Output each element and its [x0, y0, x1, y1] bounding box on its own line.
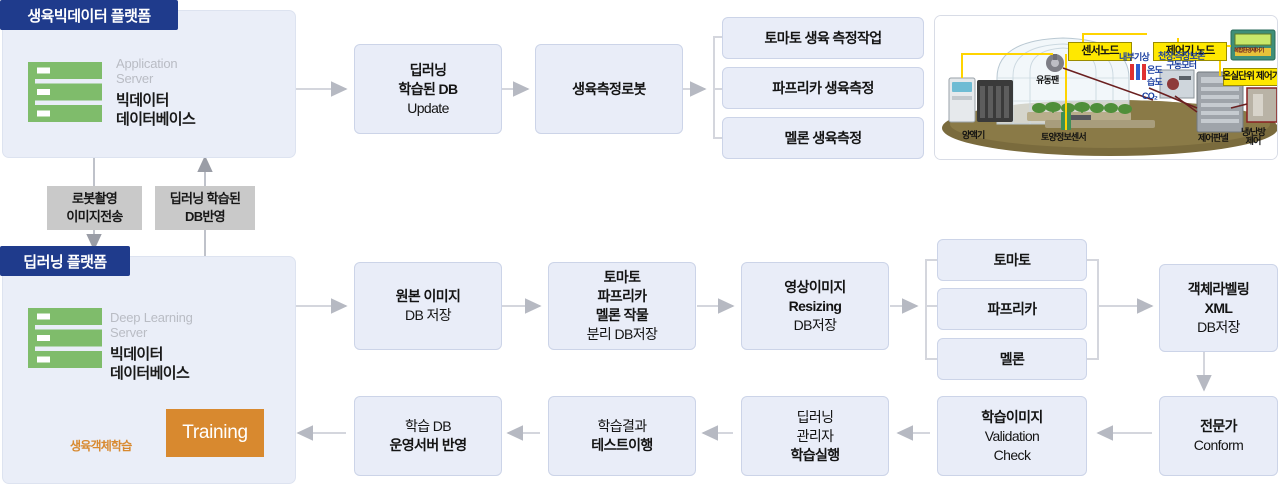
bigdata-server-role-line2: Server [116, 71, 154, 86]
gh-text-hvac-control: 냉/난방 제어 [1241, 127, 1266, 147]
process-melon[interactable]: 멜론 [937, 338, 1087, 380]
greenhouse-system-photo: 센서노드 제어기 노드 온실단위 제어기 내부기상 천장.측창보온 구동모터 온… [934, 15, 1278, 160]
gh-text-humidity: 습도 [1147, 77, 1163, 87]
process-tomato[interactable]: 토마토 [937, 239, 1087, 281]
label-robot-capture: 로봇촬영 이미지전송 [47, 186, 142, 230]
bigdata-server-name-line2: 데이터베이스 [116, 111, 196, 128]
gh-label-greenhouse-unit-controller: 온실단위 제어기 [1222, 68, 1277, 86]
process-crop-split-db-line4: 분리 DB저장 [586, 326, 658, 342]
gh-text-co2: CO₂ [1142, 91, 1158, 101]
process-validation-check-line2: Validation [984, 427, 1040, 444]
server-icon [28, 62, 102, 122]
process-tomato-line1: 토마토 [993, 251, 1031, 268]
process-expert-conform-line1: 전문가 [1200, 418, 1237, 434]
process-apply-to-server-line2: 운영서버 반영 [389, 437, 468, 453]
process-paprika[interactable]: 파프리카 [937, 288, 1087, 330]
gh-text-control-panel: 제어판넬 [1198, 133, 1229, 143]
process-apply-to-server-line1: 학습 DB [404, 418, 452, 434]
label-robot-capture-line2: 이미지전송 [66, 209, 123, 224]
process-validation-check[interactable]: 학습이미지 Validation Check [937, 396, 1087, 476]
process-crop-split-db-line1: 토마토 [603, 269, 641, 285]
server-icon [28, 308, 102, 368]
process-validation-check-line1: 학습이미지 [981, 408, 1043, 425]
gh-text-internal-weather: 내부기상 [1119, 52, 1150, 62]
process-object-labeling-xml-line1: 객체라벨링 [1187, 280, 1250, 297]
process-melon-measure-line1: 멜론 생육측정 [784, 129, 863, 146]
process-training-execute-line3: 학습실행 [790, 446, 840, 463]
process-training-execute-line2: 관리자 [796, 427, 834, 444]
process-crop-split-db-line3: 멜론 작물 [595, 307, 649, 323]
process-growth-robot[interactable]: 생육측정로봇 [535, 44, 683, 134]
process-object-labeling-xml-line3: DB저장 [1197, 318, 1240, 335]
deeplearning-server-name-line1: 빅데이터 [110, 346, 163, 363]
process-melon-line1: 멜론 [999, 350, 1025, 367]
process-expert-conform-line2: Conform [1193, 437, 1244, 453]
process-object-labeling-xml-line2: XML [1204, 299, 1233, 316]
gh-label-sensor-node: 센서노드 [1068, 42, 1132, 61]
process-paprika-line1: 파프리카 [987, 300, 1037, 317]
gh-text-circulation-fan: 유동팬 [1036, 75, 1059, 85]
training-box[interactable]: Training [166, 409, 264, 457]
process-image-resizing-line1: 영상이미지 [784, 278, 846, 295]
training-loop-label: 생육객체학습 [70, 439, 132, 453]
label-robot-capture-line1: 로봇촬영 [71, 191, 118, 206]
process-tomato-measure-line1: 토마토 생육 측정작업 [764, 29, 882, 46]
process-image-resizing[interactable]: 영상이미지 Resizing DB저장 [741, 262, 889, 350]
process-deep-db-update-line2: 학습된 DB [398, 80, 458, 97]
label-db-reflect: 딥러닝 학습된 DB반영 [155, 186, 255, 230]
deeplearning-server-icon-wrap [28, 308, 102, 368]
deeplearning-server-text: Deep Learning Server 빅데이터 데이터베이스 [110, 310, 290, 383]
process-crop-split-db-line2: 파프리카 [597, 288, 647, 304]
process-image-resizing-line3: DB저장 [793, 316, 837, 333]
gh-text-roof-side-insulation-motor: 천장.측창보온 구동모터 [1158, 51, 1205, 71]
process-original-image-db-line1: 원본 이미지 [395, 288, 461, 304]
panel-title-deeplearning-platform: 딥러닝 플랫폼 [0, 246, 130, 276]
process-paprika-measure-line1: 파프리카 생육측정 [772, 79, 874, 96]
process-test-run-line1: 학습결과 [597, 418, 647, 434]
process-paprika-measure[interactable]: 파프리카 생육측정 [722, 67, 924, 109]
gh-text-nutrient-supply: 양액기 [962, 130, 985, 140]
panel-title-bigdata-platform: 생육빅데이터 플랫폼 [0, 0, 178, 30]
greenhouse-illustration [935, 16, 1277, 159]
label-db-reflect-line1: 딥러닝 학습된 [169, 191, 241, 206]
process-training-execute-line1: 딥러닝 [796, 408, 834, 425]
bigdata-server-text: Application Server 빅데이터 데이터베이스 [116, 56, 286, 129]
gh-label-controller-node: 제어기 노드 [1153, 42, 1227, 61]
gh-text-soil-info-sensor: 토양정보센서 [1041, 132, 1087, 142]
process-growth-robot-line1: 생육측정로봇 [572, 80, 646, 97]
process-test-run[interactable]: 학습결과 테스트이행 [548, 396, 696, 476]
process-deep-db-update[interactable]: 딥러닝 학습된 DB Update [354, 44, 502, 134]
process-deep-db-update-line1: 딥러닝 [409, 61, 447, 78]
process-training-execute[interactable]: 딥러닝 관리자 학습실행 [741, 396, 889, 476]
process-object-labeling-xml[interactable]: 객체라벨링 XML DB저장 [1159, 264, 1278, 352]
process-melon-measure[interactable]: 멜론 생육측정 [722, 117, 924, 159]
process-image-resizing-line2: Resizing [788, 297, 842, 314]
bigdata-server-name-line1: 빅데이터 [116, 92, 169, 109]
process-tomato-measure[interactable]: 토마토 생육 측정작업 [722, 17, 924, 59]
deeplearning-server-role-line1: Deep Learning [110, 310, 193, 325]
process-crop-split-db[interactable]: 토마토 파프리카 멜론 작물 분리 DB저장 [548, 262, 696, 350]
process-original-image-db[interactable]: 원본 이미지 DB 저장 [354, 262, 502, 350]
bigdata-server-icon-wrap [28, 62, 102, 122]
process-apply-to-server[interactable]: 학습 DB 운영서버 반영 [354, 396, 502, 476]
label-db-reflect-line2: DB반영 [185, 209, 226, 224]
process-original-image-db-line2: DB 저장 [404, 307, 452, 323]
gh-text-temperature: 온도 [1147, 65, 1163, 75]
bigdata-server-role-line1: Application [116, 56, 178, 71]
process-validation-check-line3: Check [993, 446, 1031, 463]
deeplearning-server-role-line2: Server [110, 325, 148, 340]
gh-text-device-caption: 복합환경제어기 [1234, 48, 1265, 54]
process-test-run-line2: 테스트이행 [591, 437, 653, 453]
deeplearning-server-name-line2: 데이터베이스 [110, 365, 190, 382]
process-deep-db-update-line3: Update [407, 99, 449, 116]
process-expert-conform[interactable]: 전문가 Conform [1159, 396, 1278, 476]
